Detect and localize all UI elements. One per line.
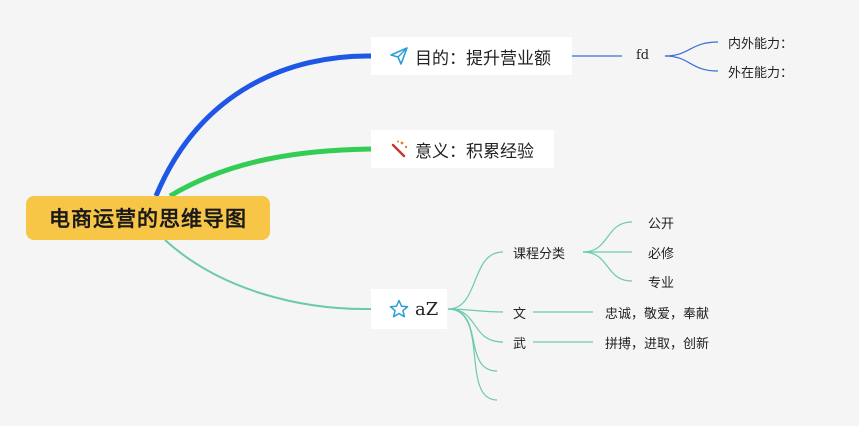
branch-goal[interactable]: 目的：提升营业额: [371, 37, 572, 75]
edge-root-to-meaning: [168, 146, 372, 199]
edge-root-to-az: [164, 239, 372, 311]
branch-meaning-label: 意义：积累经验: [415, 141, 534, 162]
edge-az-to-course: [447, 251, 504, 310]
goal-leaf-external[interactable]: 外在能力：: [728, 66, 794, 81]
branch-goal-label: 目的：提升营业额: [415, 48, 551, 69]
az-child-wen[interactable]: 文: [513, 307, 527, 322]
magic-wand-icon: [389, 139, 409, 159]
branch-az[interactable]: aZ: [371, 289, 447, 329]
edge-fd-to-inner: [664, 41, 719, 57]
az-child-course[interactable]: 课程分类: [513, 247, 566, 262]
root-topic-label: 电商运营的思维导图: [49, 207, 247, 231]
goal-child-fd[interactable]: fd: [636, 48, 650, 63]
edge-course-to-major: [582, 251, 633, 282]
star-icon: [389, 299, 409, 319]
root-topic[interactable]: 电商运营的思维导图: [26, 196, 270, 240]
wen-leaf-values[interactable]: 忠诚，敬爱，奉献: [605, 307, 710, 322]
course-leaf-major[interactable]: 专业: [648, 276, 675, 291]
course-leaf-required[interactable]: 必修: [648, 247, 675, 262]
az-child-wu[interactable]: 武: [513, 337, 527, 352]
wu-leaf-values[interactable]: 拼搏，进取，创新: [605, 337, 710, 352]
branch-meaning[interactable]: 意义：积累经验: [371, 130, 554, 168]
paper-plane-icon: [389, 46, 409, 66]
edge-az-to-wu: [447, 308, 504, 343]
edge-course-to-public: [582, 221, 633, 253]
branch-az-label: aZ: [415, 298, 439, 320]
course-leaf-public[interactable]: 公开: [648, 217, 675, 232]
edge-az-to-empty2: [447, 308, 498, 401]
edge-root-to-goal: [153, 53, 372, 197]
edge-fd-to-outer: [664, 55, 719, 72]
goal-leaf-inner-outer[interactable]: 内外能力：: [728, 37, 794, 52]
